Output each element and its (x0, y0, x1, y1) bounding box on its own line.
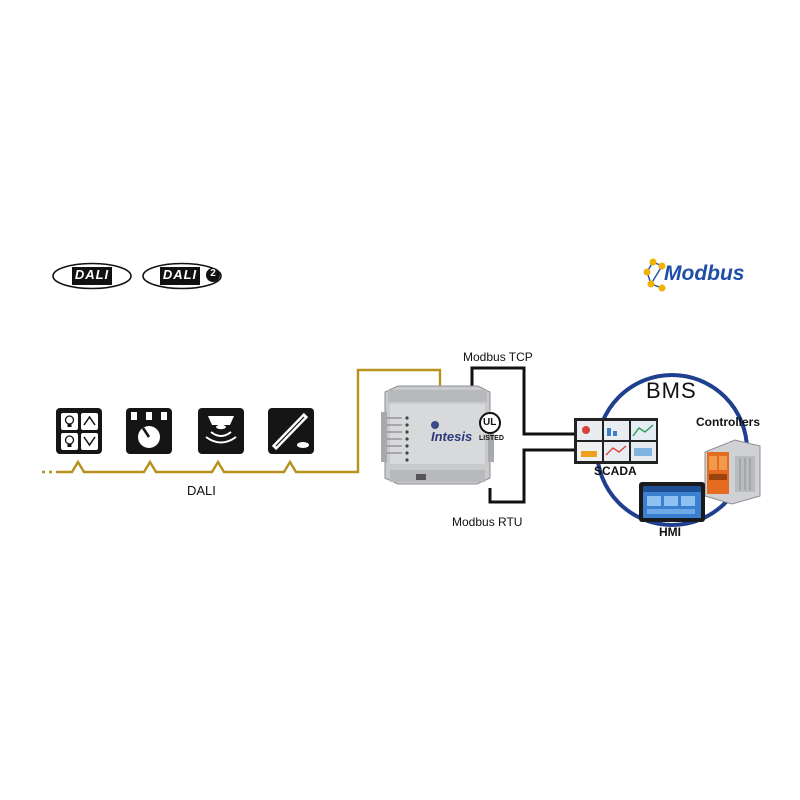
dali-bus-line (42, 368, 442, 474)
scada-screens-icon (574, 418, 658, 464)
ul-mark-text: UL (483, 417, 497, 428)
ceiling-sensor-icon (198, 408, 244, 454)
modbus-logo-icon (643, 258, 666, 292)
modbus-tcp-label: Modbus TCP (463, 350, 533, 364)
rotary-dimmer-icon (126, 408, 172, 454)
modbus-logo-text: Modbus (664, 262, 745, 285)
dali-2-logo-text: DALI (162, 267, 198, 282)
modbus-lines (470, 366, 574, 504)
scada-label: SCADA (594, 464, 637, 478)
plc-controller-icon (704, 439, 761, 505)
dali-logo-text: DALI (74, 267, 110, 282)
dali-bus-label: DALI (187, 483, 216, 498)
ul-listed-text: LISTED (479, 435, 504, 442)
hmi-label: HMI (659, 525, 681, 539)
gateway-device (381, 385, 494, 485)
dali-logo: DALI (52, 262, 132, 290)
modbus-rtu-line (488, 448, 574, 504)
led-driver-icon (268, 408, 314, 454)
hmi-panel-icon (639, 482, 705, 522)
dali-2-logo: DALI 2 (142, 262, 226, 290)
modbus-rtu-label: Modbus RTU (452, 515, 523, 529)
push-button-panel-icon (56, 408, 102, 454)
modbus-tcp-line (470, 366, 574, 436)
ul-listed-mark (479, 412, 501, 434)
bms-label: BMS (646, 378, 697, 403)
dali-2-badge: 2 (210, 268, 216, 279)
gateway-brand: Intesis (431, 429, 473, 444)
controllers-label: Controllers (696, 415, 761, 429)
